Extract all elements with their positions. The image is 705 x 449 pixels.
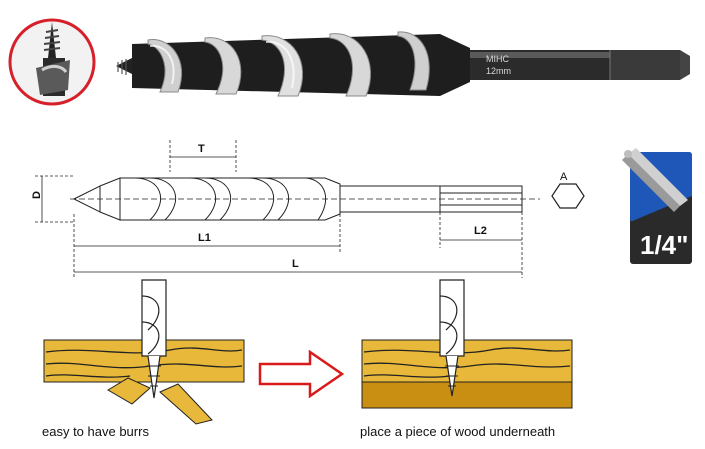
board-with-backing <box>361 279 573 409</box>
dim-label-t: T <box>198 143 205 155</box>
technical-drawing <box>70 177 585 221</box>
badge-shank-size: 1/4" <box>640 230 688 260</box>
auger-bit-photo <box>116 31 690 97</box>
dim-label-l: L <box>292 258 299 270</box>
dim-label-a: A <box>560 171 568 183</box>
hex-shank-icon <box>622 148 688 212</box>
shank-brand-marking: MIHC <box>486 54 509 64</box>
magnified-tip-inset <box>8 18 96 106</box>
board-without-backing <box>43 279 245 425</box>
screw-tip-icon <box>43 22 61 58</box>
right-caption: place a piece of wood underneath <box>360 424 555 439</box>
dim-label-l1: L1 <box>198 232 211 244</box>
left-caption: easy to have burrs <box>42 424 149 439</box>
right-arrow-icon <box>258 349 345 399</box>
dim-label-d: D <box>31 191 43 199</box>
dim-label-l2: L2 <box>474 225 487 237</box>
shank-size-marking: 12mm <box>486 66 511 76</box>
hex-shank-size-badge <box>622 148 692 264</box>
dimension-lines <box>35 140 523 278</box>
